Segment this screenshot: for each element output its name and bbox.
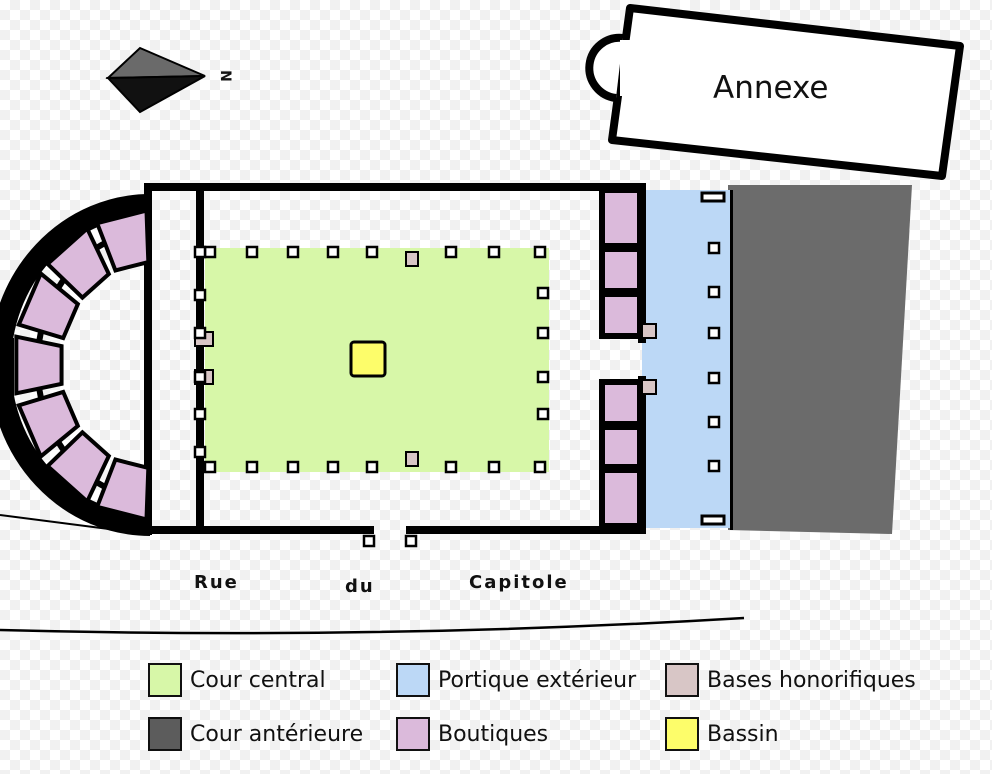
legend-item-boutiques: Boutiques [396,714,548,754]
column-base [193,288,207,302]
exedra-boutique [16,389,81,460]
legend-swatch [396,663,430,697]
street-label-rue: Rue [194,572,239,593]
legend-item-cour-anterieure: Cour antérieure [148,714,363,754]
portique-pier [700,514,726,526]
column-base [245,460,259,474]
legend-item-portique-exterieur: Portique extérieur [396,660,636,700]
north-arrow-icon [105,46,206,114]
legend-swatch [148,717,182,751]
exedra-boutique [44,225,112,301]
legend-label: Portique extérieur [438,667,637,693]
column-base [326,460,340,474]
column-base [286,460,300,474]
street-edge [0,514,141,534]
legend-swatch [665,717,699,751]
entrance-pier [362,534,376,548]
column-base [707,326,721,340]
column-base [707,241,721,255]
exedra-boutique [94,208,151,273]
column-base [365,460,379,474]
legend-swatch [148,663,182,697]
legend-label: Boutiques [438,721,549,747]
exedra-boutique [94,457,151,522]
legend-item-bases-honorifiques: Bases honorifiques [665,660,916,700]
legend-item-cour-central: Cour central [148,660,326,700]
column-base [365,245,379,259]
column-base [707,371,721,385]
column-base [533,460,547,474]
column-base [326,245,340,259]
column-base [444,245,458,259]
legend-swatch [396,717,430,751]
street-label-capitole: Capitole [469,572,569,593]
portique-pier [700,191,726,203]
column-base [487,245,501,259]
column-base [707,285,721,299]
column-base [193,445,207,459]
entrance-pier [404,534,418,548]
column-base [193,326,207,340]
legend-item-bassin: Bassin [665,714,779,754]
exedra-boutique [16,270,81,341]
column-base [533,245,547,259]
legend-label: Bassin [707,721,779,747]
annexe-label: Annexe [713,70,829,106]
portique-exterieur-area [642,190,730,528]
column-base [193,407,207,421]
column-base [286,245,300,259]
column-base [536,286,550,300]
column-base [444,460,458,474]
column-base [245,245,259,259]
boutiques-east [599,187,643,529]
street-label-du: du [345,576,375,597]
legend-label: Cour antérieure [190,721,364,747]
column-base [536,370,550,384]
exedra-boutique [14,334,64,396]
column-base [707,415,721,429]
column-base [193,370,207,384]
bassin-area [349,340,387,378]
column-base [203,245,217,259]
column-base [707,459,721,473]
column-base [193,245,207,259]
column-base [536,407,550,421]
exedra-boutique [44,429,112,505]
legend-label: Bases honorifiques [707,667,916,693]
cour-anterieure-area [728,185,912,534]
annexe-building [585,4,964,180]
column-base [203,460,217,474]
street-edge [0,616,745,635]
north-label: N [216,70,233,82]
column-base [487,460,501,474]
legend-swatch [665,663,699,697]
legend-label: Cour central [190,667,326,693]
column-base [536,326,550,340]
